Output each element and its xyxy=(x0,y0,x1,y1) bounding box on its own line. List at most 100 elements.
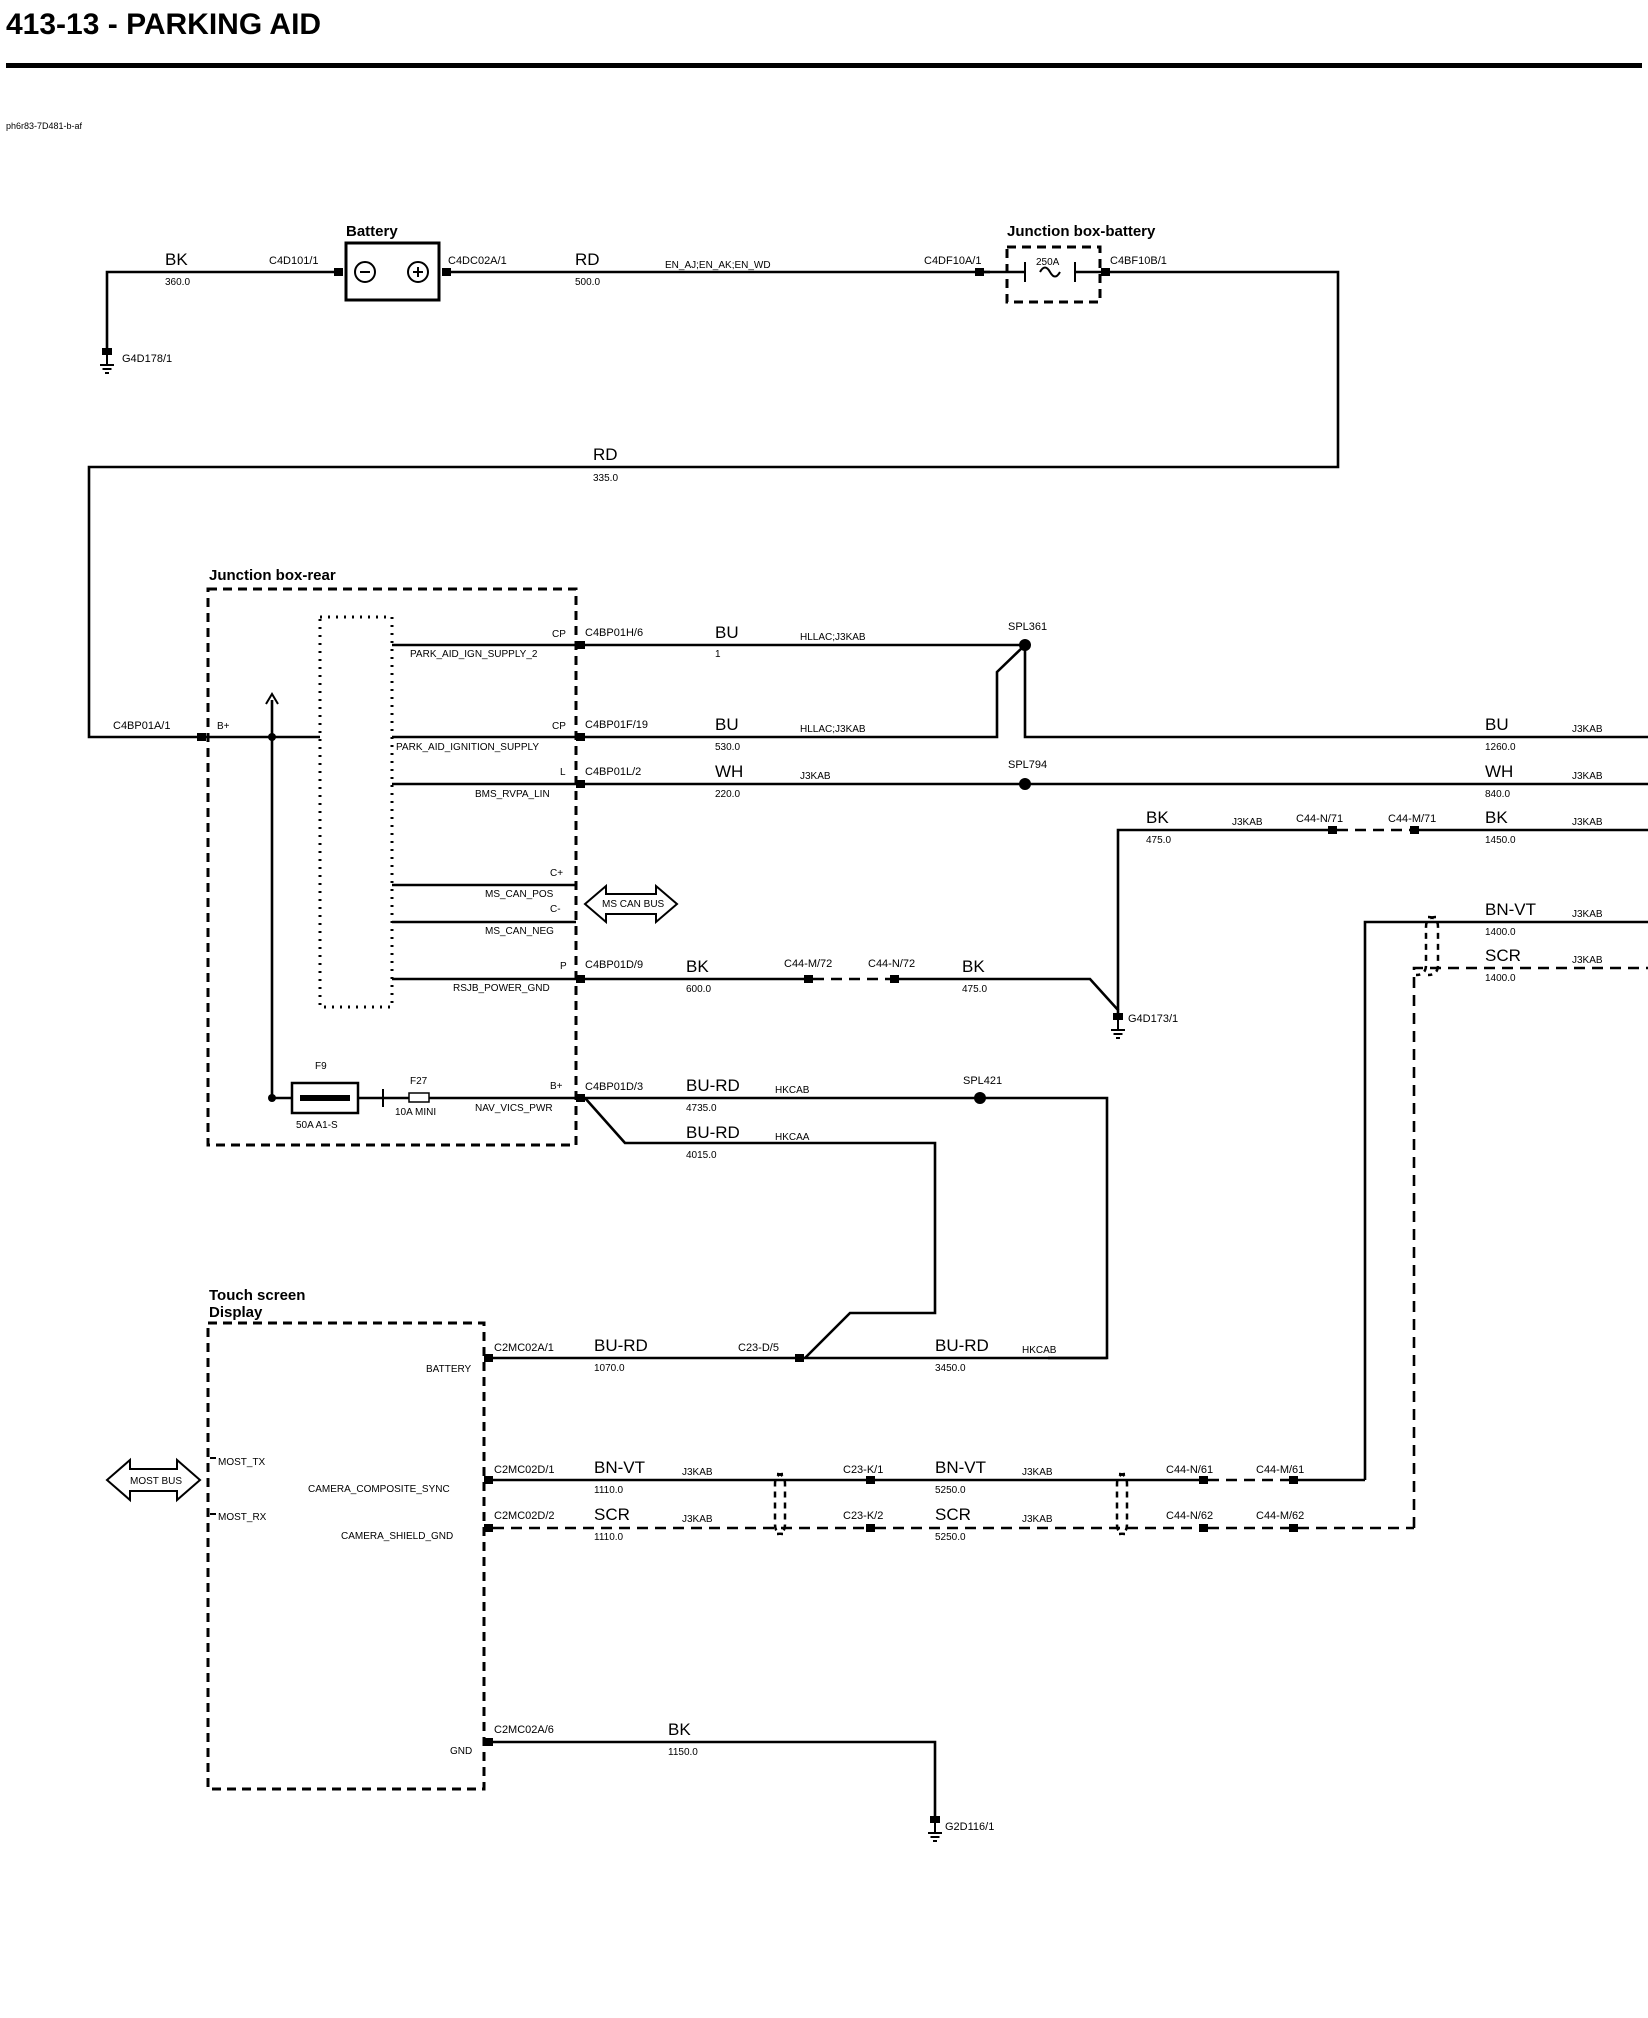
wire-circuit-w5: HLLAC;J3KAB xyxy=(800,724,866,735)
wire-color-w16: BU-RD xyxy=(686,1123,740,1142)
wire-circuit-w11: J3KAB xyxy=(1572,909,1603,920)
pin-name-camera-shield-gnd: CAMERA_SHIELD_GND xyxy=(341,1531,453,1542)
wire-length-w13: 600.0 xyxy=(686,984,711,995)
pin-name-bms-rvpa-lin: BMS_RVPA_LIN xyxy=(475,789,550,800)
pin-label-cminus: C- xyxy=(550,904,561,915)
connector-pin-c23k1 xyxy=(866,1476,875,1484)
wire-color-w6: BU xyxy=(1485,715,1509,734)
connector-pin-c23k2 xyxy=(866,1524,875,1532)
wire-length-w16: 4015.0 xyxy=(686,1150,717,1161)
wire-color-w8: WH xyxy=(1485,762,1513,781)
page-title: 413-13 - PARKING AID xyxy=(6,8,321,41)
wire-color-w15: BU-RD xyxy=(686,1076,740,1095)
shield-twist-upper-b xyxy=(1427,915,1440,977)
pin-name-park-aid-ign-supply-2: PARK_AID_IGN_SUPPLY_2 xyxy=(410,649,538,660)
splice-label-spl421: SPL421 xyxy=(963,1075,1002,1087)
wire-length-w23: 1150.0 xyxy=(668,1747,698,1758)
component-label-battery: Battery xyxy=(346,223,398,240)
wire-bk-475-lower xyxy=(899,977,1120,1015)
pin-name-most-tx: MOST_TX xyxy=(218,1457,266,1468)
battery-negative-terminal xyxy=(354,261,376,283)
wire-circuit-w7: J3KAB xyxy=(800,771,831,782)
fuse-label-f9: F9 xyxy=(315,1061,327,1072)
fuse-f27-symbol xyxy=(408,1092,430,1103)
wire-circuit-w21: J3KAB xyxy=(682,1514,713,1525)
connector-label-c44m61: C44-M/61 xyxy=(1256,1464,1304,1476)
wire-color-w13: BK xyxy=(686,957,709,976)
junction-box-rear-inner-module xyxy=(318,615,394,1009)
fuse-250a-icon xyxy=(1039,266,1061,278)
fuse-rating-f27: 10A MINI xyxy=(395,1107,436,1118)
wire-length-w15: 4735.0 xyxy=(686,1103,717,1114)
connector-pin-c4dc02a xyxy=(442,268,451,276)
pin-name-battery: BATTERY xyxy=(426,1364,472,1375)
wire-color-w1: BK xyxy=(165,250,188,269)
wire-length-w12: 1400.0 xyxy=(1485,973,1516,984)
wire-bk-1150 xyxy=(493,1740,937,1818)
connector-label-c4d101: C4D101/1 xyxy=(269,255,319,267)
wire-bn-vt-1400 xyxy=(1363,920,1648,1480)
pin-label-cp1: CP xyxy=(552,629,566,640)
wire-circuit-w22: J3KAB xyxy=(1022,1514,1053,1525)
fuse-rating-250a: 250A xyxy=(1036,257,1060,268)
connector-pin-c44n71 xyxy=(1328,826,1337,834)
wire-color-w20: BN-VT xyxy=(935,1458,986,1477)
connector-label-c4dc02a: C4DC02A/1 xyxy=(448,255,507,267)
connector-label-c4bp01h: C4BP01H/6 xyxy=(585,627,643,639)
connector-label-c4bp01l: C4BP01L/2 xyxy=(585,766,641,778)
connector-pin-c44m62 xyxy=(1289,1524,1298,1532)
wire-color-w19: BN-VT xyxy=(594,1458,645,1477)
wire-length-w18: 3450.0 xyxy=(935,1363,966,1374)
wire-circuit-w20: J3KAB xyxy=(1022,1467,1053,1478)
connector-pin-c44n61 xyxy=(1199,1476,1208,1484)
wire-length-w1: 360.0 xyxy=(165,277,190,288)
most-bus-label: MOST BUS xyxy=(130,1476,182,1487)
fuse-f9-element xyxy=(300,1095,350,1101)
wire-circuit-w16: HKCAA xyxy=(775,1132,810,1143)
wire-length-w6: 1260.0 xyxy=(1485,742,1516,753)
connector-label-c2mc02a6: C2MC02A/6 xyxy=(494,1724,554,1736)
connector-pin-c4bp01d9 xyxy=(576,975,585,983)
pin-label-bplus-output: B+ xyxy=(550,1081,563,1092)
wire-color-w4: BU xyxy=(715,623,739,642)
ground-connector-g4d178 xyxy=(102,348,112,355)
connector-pin-c44m71 xyxy=(1410,826,1419,834)
connector-pin-c4d101 xyxy=(334,268,343,276)
wire-color-w2: RD xyxy=(575,250,600,269)
component-label-junction-box-battery: Junction box-battery xyxy=(1007,223,1156,240)
connector-pin-c2mc02a1 xyxy=(484,1354,493,1362)
wire-bu-530 xyxy=(585,644,1026,739)
connector-pin-c2mc02d2 xyxy=(484,1524,493,1532)
pin-label-bplus-input: B+ xyxy=(217,721,230,732)
wire-length-w22: 5250.0 xyxy=(935,1532,966,1543)
wire-circuit-w15: HKCAB xyxy=(775,1085,810,1096)
ground-icon-g4d178 xyxy=(99,355,115,374)
wire-bu-rd-4735 xyxy=(585,1096,1109,1360)
wire-length-w8: 840.0 xyxy=(1485,789,1510,800)
wire-length-w14: 475.0 xyxy=(962,984,987,995)
ms-can-bus-label: MS CAN BUS xyxy=(602,899,665,910)
connector-label-c44n72: C44-N/72 xyxy=(868,958,915,970)
pin-name-park-aid-ignition-supply: PARK_AID_IGNITION_SUPPLY xyxy=(396,742,539,753)
splice-label-spl361: SPL361 xyxy=(1008,621,1047,633)
wire-bu-1260 xyxy=(1023,645,1648,739)
connector-pin-c4bp01h xyxy=(576,641,585,649)
wire-color-w12: SCR xyxy=(1485,946,1521,965)
pin-label-cplus: C+ xyxy=(550,868,563,879)
connector-pin-c44n72 xyxy=(890,975,899,983)
connector-pin-c44m72 xyxy=(804,975,813,983)
connector-pin-c23d5 xyxy=(795,1354,804,1362)
wire-color-w21: SCR xyxy=(594,1505,630,1524)
title-rule xyxy=(6,63,1642,68)
connector-pin-c44m61 xyxy=(1289,1476,1298,1484)
component-label-junction-box-rear: Junction box-rear xyxy=(209,567,336,584)
shield-twist-lower-2a xyxy=(1115,1472,1126,1536)
wire-length-w19: 1110.0 xyxy=(594,1485,624,1496)
ground-label-g4d178: G4D178/1 xyxy=(122,353,172,365)
fuse-label-f27: F27 xyxy=(410,1076,428,1087)
connector-pin-c2mc02a6 xyxy=(484,1738,493,1746)
wire-length-w3: 335.0 xyxy=(593,473,618,484)
ground-connector-g4d173 xyxy=(1113,1013,1123,1020)
wire-rd-335 xyxy=(87,270,1340,739)
